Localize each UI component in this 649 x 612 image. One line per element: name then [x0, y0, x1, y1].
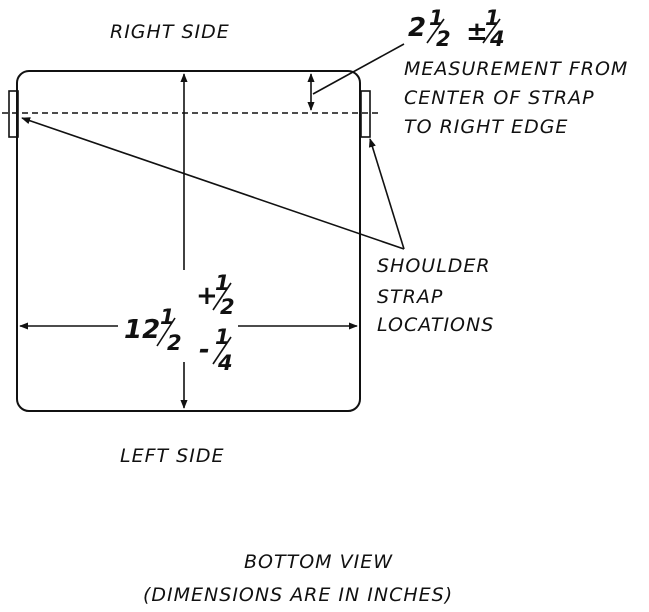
view-title: BOTTOM VIEW — [244, 551, 393, 573]
measurement-note-line-1: MEASUREMENT FROM — [404, 58, 628, 80]
width-minus-bar — [212, 336, 232, 365]
width-minus-numerator: 1 — [215, 325, 230, 349]
width-fraction-numerator: 1 — [160, 305, 175, 329]
width-fraction-bar — [156, 317, 176, 347]
offset-tolerance-denominator: 4 — [489, 27, 505, 51]
square-width-dimension: 12 1 2 + 1 2 - 1 4 — [124, 271, 235, 375]
measurement-note-line-3: TO RIGHT EDGE — [404, 116, 568, 138]
left-side-label: LEFT SIDE — [120, 445, 224, 467]
offset-fraction-denominator: 2 — [436, 27, 451, 51]
strap-offset-dimension: 2 1 2 ± 1 4 — [408, 6, 505, 51]
offset-whole: 2 — [408, 13, 426, 43]
strap-locations-line-1: SHOULDER — [377, 255, 491, 277]
measurement-leader-line — [312, 43, 405, 95]
width-fraction-denominator: 2 — [167, 331, 182, 355]
strap-locations-line-3: LOCATIONS — [377, 314, 494, 336]
right-side-label: RIGHT SIDE — [110, 21, 230, 43]
strap-locations-line-2: STRAP — [377, 286, 443, 308]
right-strap-leader-line — [368, 138, 405, 250]
offset-fraction-bar — [426, 18, 445, 44]
measurement-note-line-2: CENTER OF STRAP — [404, 87, 595, 109]
width-plus-sign: + — [196, 281, 218, 311]
left-strap-tab — [8, 90, 19, 138]
width-plus-denominator: 2 — [220, 295, 235, 319]
right-strap-tab — [360, 90, 371, 138]
units-note: (DIMENSIONS ARE IN INCHES) — [143, 584, 453, 606]
left-strap-leader-line — [21, 117, 405, 250]
offset-tolerance-sign: ± — [466, 17, 488, 47]
width-plus-bar — [212, 282, 232, 311]
width-plus-numerator: 1 — [215, 271, 230, 295]
width-minus-denominator: 4 — [217, 351, 233, 375]
bag-bottom-outline — [16, 70, 361, 412]
offset-tolerance-bar — [482, 18, 501, 44]
width-whole: 12 — [124, 315, 160, 345]
width-minus-sign: - — [199, 335, 210, 365]
